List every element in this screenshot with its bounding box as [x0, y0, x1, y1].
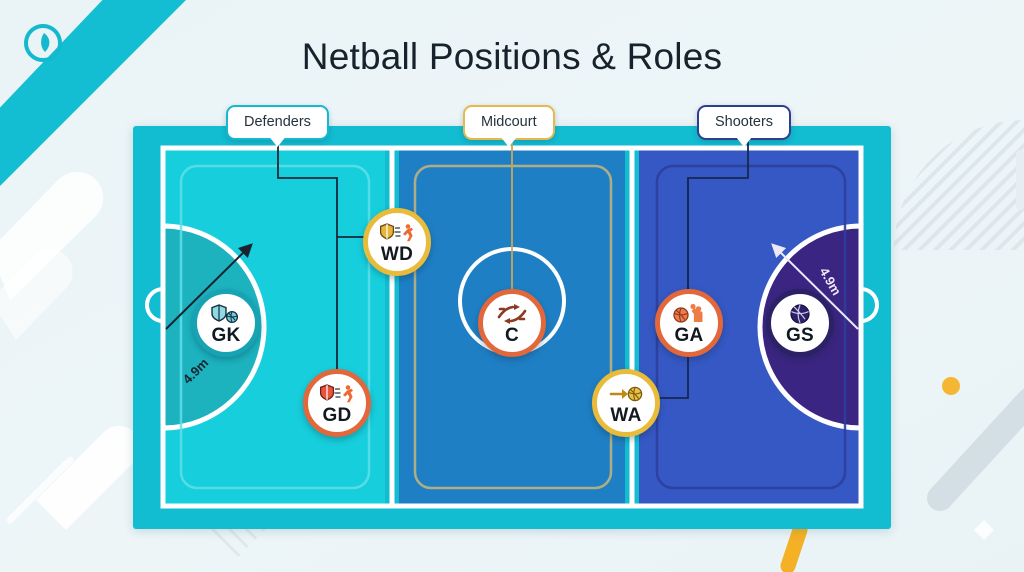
group-label-midcourt-text: Midcourt	[481, 114, 537, 130]
position-label-gd: GD	[322, 404, 352, 426]
bar-decor-left	[6, 425, 141, 530]
position-badge-ga[interactable]: GA	[655, 289, 723, 357]
dimension-arrow-right	[771, 243, 859, 330]
page-title: Netball Positions & Roles	[301, 36, 723, 77]
netball-icon	[788, 303, 812, 325]
position-badge-gs[interactable]: GS	[766, 289, 834, 357]
position-badge-c[interactable]: C	[478, 289, 546, 357]
position-label-gk: GK	[211, 324, 241, 346]
group-label-midcourt[interactable]: Midcourt	[463, 105, 555, 147]
position-label-c: C	[504, 324, 520, 346]
position-badge-gd[interactable]: GD	[303, 369, 371, 437]
position-label-gs: GS	[785, 324, 815, 346]
label-pointer	[269, 137, 286, 147]
group-label-shooters-text: Shooters	[715, 114, 774, 130]
ball-shooter-icon	[672, 303, 706, 325]
goal-post-left	[145, 287, 164, 323]
label-pointer	[500, 137, 517, 147]
bar-decor-orange	[780, 522, 808, 572]
shield-ball-icon	[211, 303, 241, 325]
edge-decor-right	[1016, 150, 1024, 210]
position-label-ga: GA	[674, 324, 704, 346]
shield-runner-icon	[320, 383, 354, 405]
position-badge-gk[interactable]: GK	[192, 289, 260, 357]
position-label-wd: WD	[380, 243, 414, 265]
position-badge-wd[interactable]: WD	[363, 208, 431, 276]
group-label-defenders-text: Defenders	[244, 114, 311, 130]
shield-runner-icon	[380, 222, 414, 244]
position-badge-wa[interactable]: WA	[592, 369, 660, 437]
position-label-wa: WA	[610, 404, 642, 426]
crossing-arrows-icon	[496, 303, 528, 325]
group-label-shooters[interactable]: Shooters	[697, 105, 792, 147]
hatch-decor-top-right	[894, 120, 1024, 250]
arrow-ball-icon	[609, 383, 643, 405]
bar-decor-bottom-right	[927, 388, 1024, 540]
label-pointer	[736, 137, 753, 147]
group-label-defenders[interactable]: Defenders	[226, 105, 329, 147]
goal-post-right	[860, 287, 879, 323]
brand-logo-icon	[24, 24, 62, 62]
dimension-arrow-left	[165, 243, 253, 330]
dot-decor-yellow	[942, 377, 960, 395]
